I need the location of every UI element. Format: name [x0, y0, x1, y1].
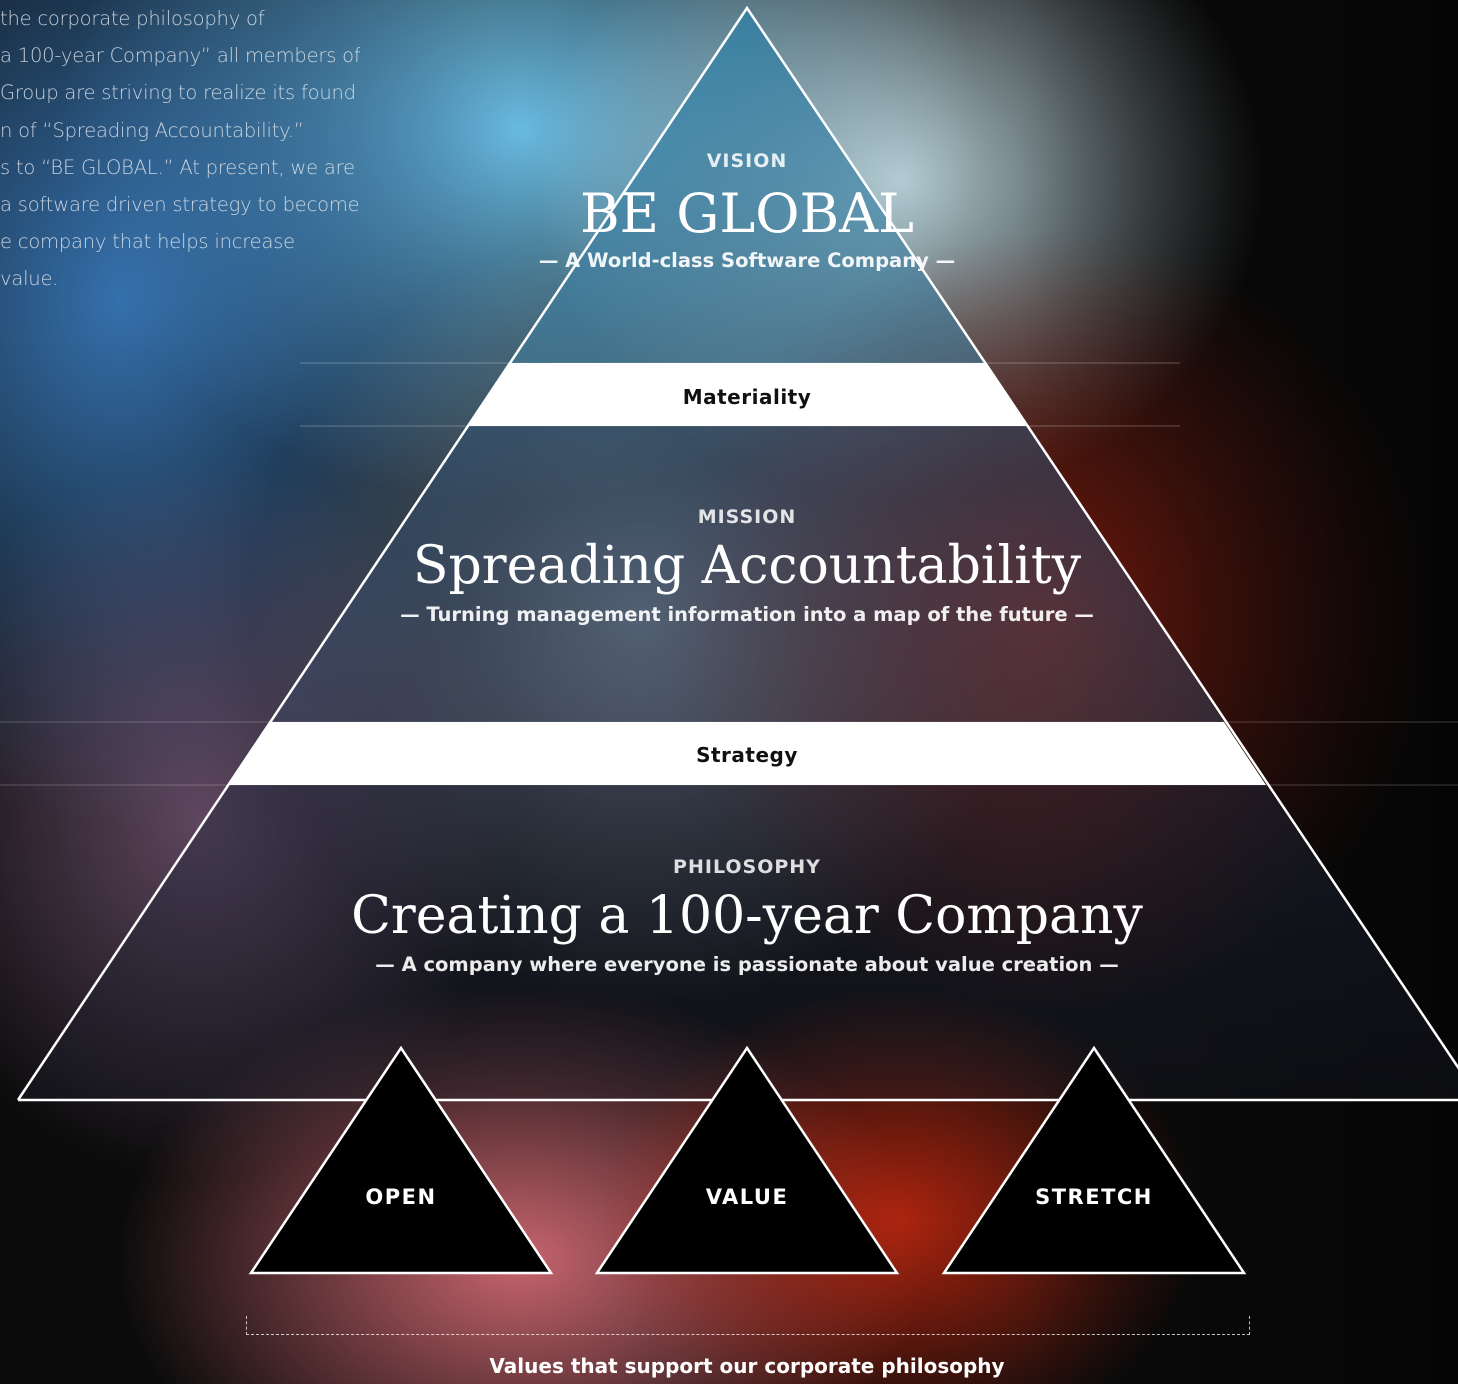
intro-line: a software driven strategy to become: [0, 193, 360, 217]
vision-label: VISION: [706, 150, 788, 172]
philosophy-subtitle: — A company where everyone is passionate…: [375, 953, 1119, 977]
values-bracket: [246, 1316, 1250, 1335]
mission-tier: [271, 426, 1224, 722]
value-value-label: VALUE: [705, 1185, 789, 1209]
mission-block: MISSION Spreading Accountability — Turni…: [0, 506, 1458, 626]
strategy-label: Strategy: [696, 743, 798, 767]
intro-line: value.: [0, 267, 59, 291]
philosophy-label: PHILOSOPHY: [673, 856, 821, 878]
value-stretch-label: STRETCH: [1035, 1185, 1153, 1209]
value-open-label: OPEN: [365, 1185, 437, 1209]
philosophy-title: Creating a 100-year Company: [351, 886, 1143, 946]
materiality-band: [468, 363, 1027, 426]
mission-subtitle: — Turning management information into a …: [400, 603, 1094, 627]
intro-line: Group are striving to realize its found: [0, 81, 356, 105]
philosophy-block: PHILOSOPHY Creating a 100-year Company —…: [0, 856, 1458, 976]
mission-title: Spreading Accountability: [412, 536, 1082, 596]
philosophy-tier: [18, 785, 1458, 1100]
pyramid-outline: [16, 5, 1458, 1101]
intro-line: the corporate philosophy of: [0, 7, 265, 30]
intro-line: s to “BE GLOBAL.” At present, we are: [0, 155, 355, 179]
vision-subtitle: — A World-class Software Company —: [538, 249, 956, 273]
values-caption: Values that support our corporate philos…: [489, 1354, 1005, 1378]
value-triangle-value: [594, 1045, 900, 1275]
intro-paragraph: the corporate philosophy of a 100-year C…: [0, 0, 360, 298]
intro-line: e company that helps increase: [0, 230, 295, 254]
materiality-label: Materiality: [682, 385, 812, 409]
vision-tier: [511, 8, 984, 363]
intro-line: a 100-year Company” all members of: [0, 44, 360, 68]
vision-block: VISION BE GLOBAL — A World-class Softwar…: [0, 150, 1458, 272]
strategy-band: [229, 722, 1266, 785]
mission-label: MISSION: [697, 506, 797, 528]
intro-line: n of “Spreading Accountability.”: [0, 118, 304, 142]
value-triangle-open: [248, 1045, 554, 1275]
vision-title: BE GLOBAL: [579, 182, 915, 245]
value-triangle-stretch: [941, 1045, 1247, 1275]
